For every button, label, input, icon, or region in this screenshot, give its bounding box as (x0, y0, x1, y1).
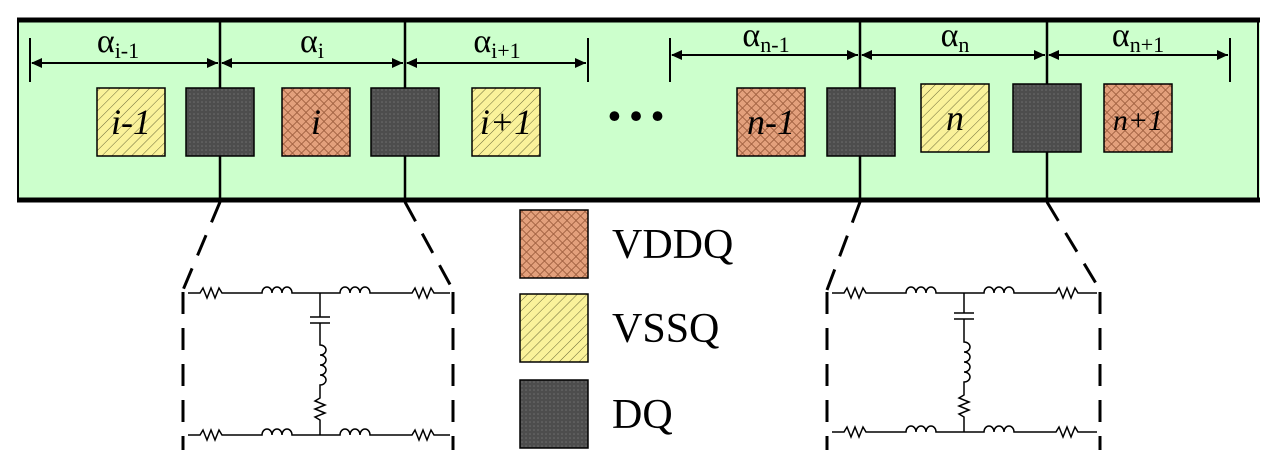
pad-vddq (281, 87, 351, 157)
pad-label: i-1 (111, 102, 151, 142)
pad-dq (370, 87, 440, 157)
span-label: αn (941, 17, 970, 57)
pad-dq (185, 87, 255, 157)
equivalent-circuit-left (188, 285, 450, 443)
pad-label: n-1 (747, 102, 795, 142)
legend-swatch-vddq (519, 209, 589, 279)
equivalent-circuit-right (832, 285, 1097, 440)
shunt-branch (954, 293, 974, 432)
legend-swatch-vssq (519, 293, 589, 363)
ellipsis: • • • (608, 96, 664, 136)
span-label: αi (300, 23, 324, 63)
zoom-line (825, 201, 862, 291)
zoom-line (403, 201, 455, 291)
pad-label: n+1 (1113, 104, 1163, 137)
legend-label: DQ (612, 392, 673, 438)
pad-vssq (471, 87, 541, 157)
legend: VDDQ VSSQ DQ (519, 209, 733, 449)
span-label: αi-1 (97, 23, 139, 63)
legend-label: VSSQ (612, 306, 719, 352)
pad-vssq (920, 83, 990, 153)
pad-label: i (311, 102, 321, 142)
pad-vddq (736, 87, 806, 157)
span-label: αi+1 (473, 23, 520, 63)
zoom-line (1045, 201, 1102, 291)
pad-dq (826, 87, 896, 157)
legend-label: VDDQ (612, 222, 733, 268)
pad-label: n (946, 98, 964, 138)
pad-vssq (96, 87, 166, 157)
bottom-rail (188, 427, 450, 443)
pad-vddq (1103, 83, 1173, 153)
pad-dq (1012, 83, 1082, 153)
shunt-branch (310, 293, 330, 435)
zoom-line (181, 201, 222, 291)
legend-swatch-dq (519, 379, 589, 449)
top-rail (188, 285, 450, 301)
pad-label: i+1 (480, 102, 532, 142)
span-label: αn+1 (1112, 17, 1164, 57)
span-label: αn-1 (742, 17, 789, 57)
